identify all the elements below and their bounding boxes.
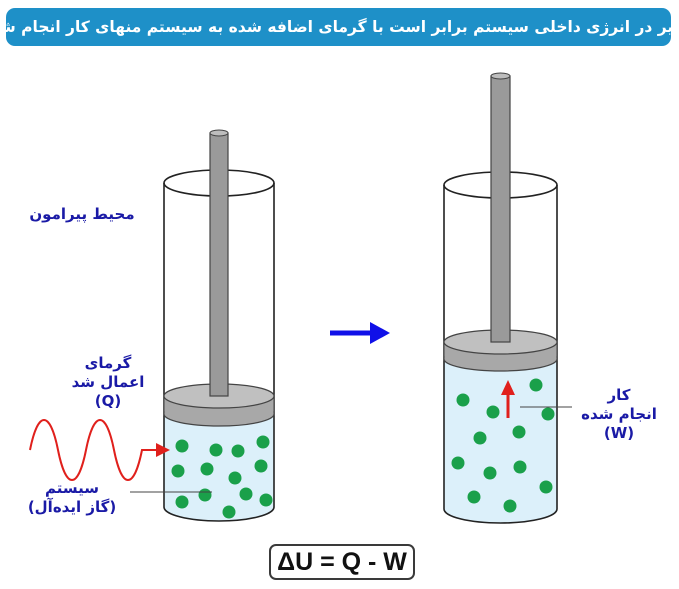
work-symbol: (W): [603, 424, 635, 442]
system-label: سیستم (گاز ایده‌آل): [14, 479, 130, 517]
first-law-formula: ΔU = Q - W: [269, 544, 415, 580]
system-line1: سیستم: [44, 479, 100, 497]
work-line1: کار: [607, 386, 631, 404]
surroundings-label: محیط پیرامون: [15, 205, 149, 224]
piston-expanded: [443, 329, 558, 372]
heat-wave-icon: [29, 419, 170, 481]
heat-line2: اعمال شد: [71, 373, 145, 391]
gas-region-expanded: [444, 360, 557, 524]
title-banner: تغییر در انرژی داخلی سیستم برابر است با …: [0, 8, 679, 46]
page-title: تغییر در انرژی داخلی سیستم برابر است با …: [0, 18, 679, 36]
piston-initial: [163, 383, 275, 427]
cylinder-expanded: [443, 72, 558, 524]
system-line2: (گاز ایده‌آل): [27, 498, 117, 516]
gas-particles-expanded: [451, 378, 555, 513]
piston-rod-initial: [209, 129, 229, 397]
arrow-right-icon: [330, 322, 390, 344]
arrow-up-icon: [501, 380, 515, 418]
heat-symbol: (Q): [94, 392, 122, 410]
piston-rod-expanded: [490, 72, 511, 343]
heat-line1: گرمای: [84, 354, 132, 372]
work-line2: انجام شده: [581, 405, 657, 423]
work-label: کار انجام شده (W): [570, 386, 668, 443]
surroundings-text: محیط پیرامون: [29, 205, 135, 223]
cylinder-initial: [163, 129, 275, 522]
gas-particles-initial: [171, 435, 273, 519]
heat-label: گرمای اعمال شد (Q): [63, 354, 153, 411]
